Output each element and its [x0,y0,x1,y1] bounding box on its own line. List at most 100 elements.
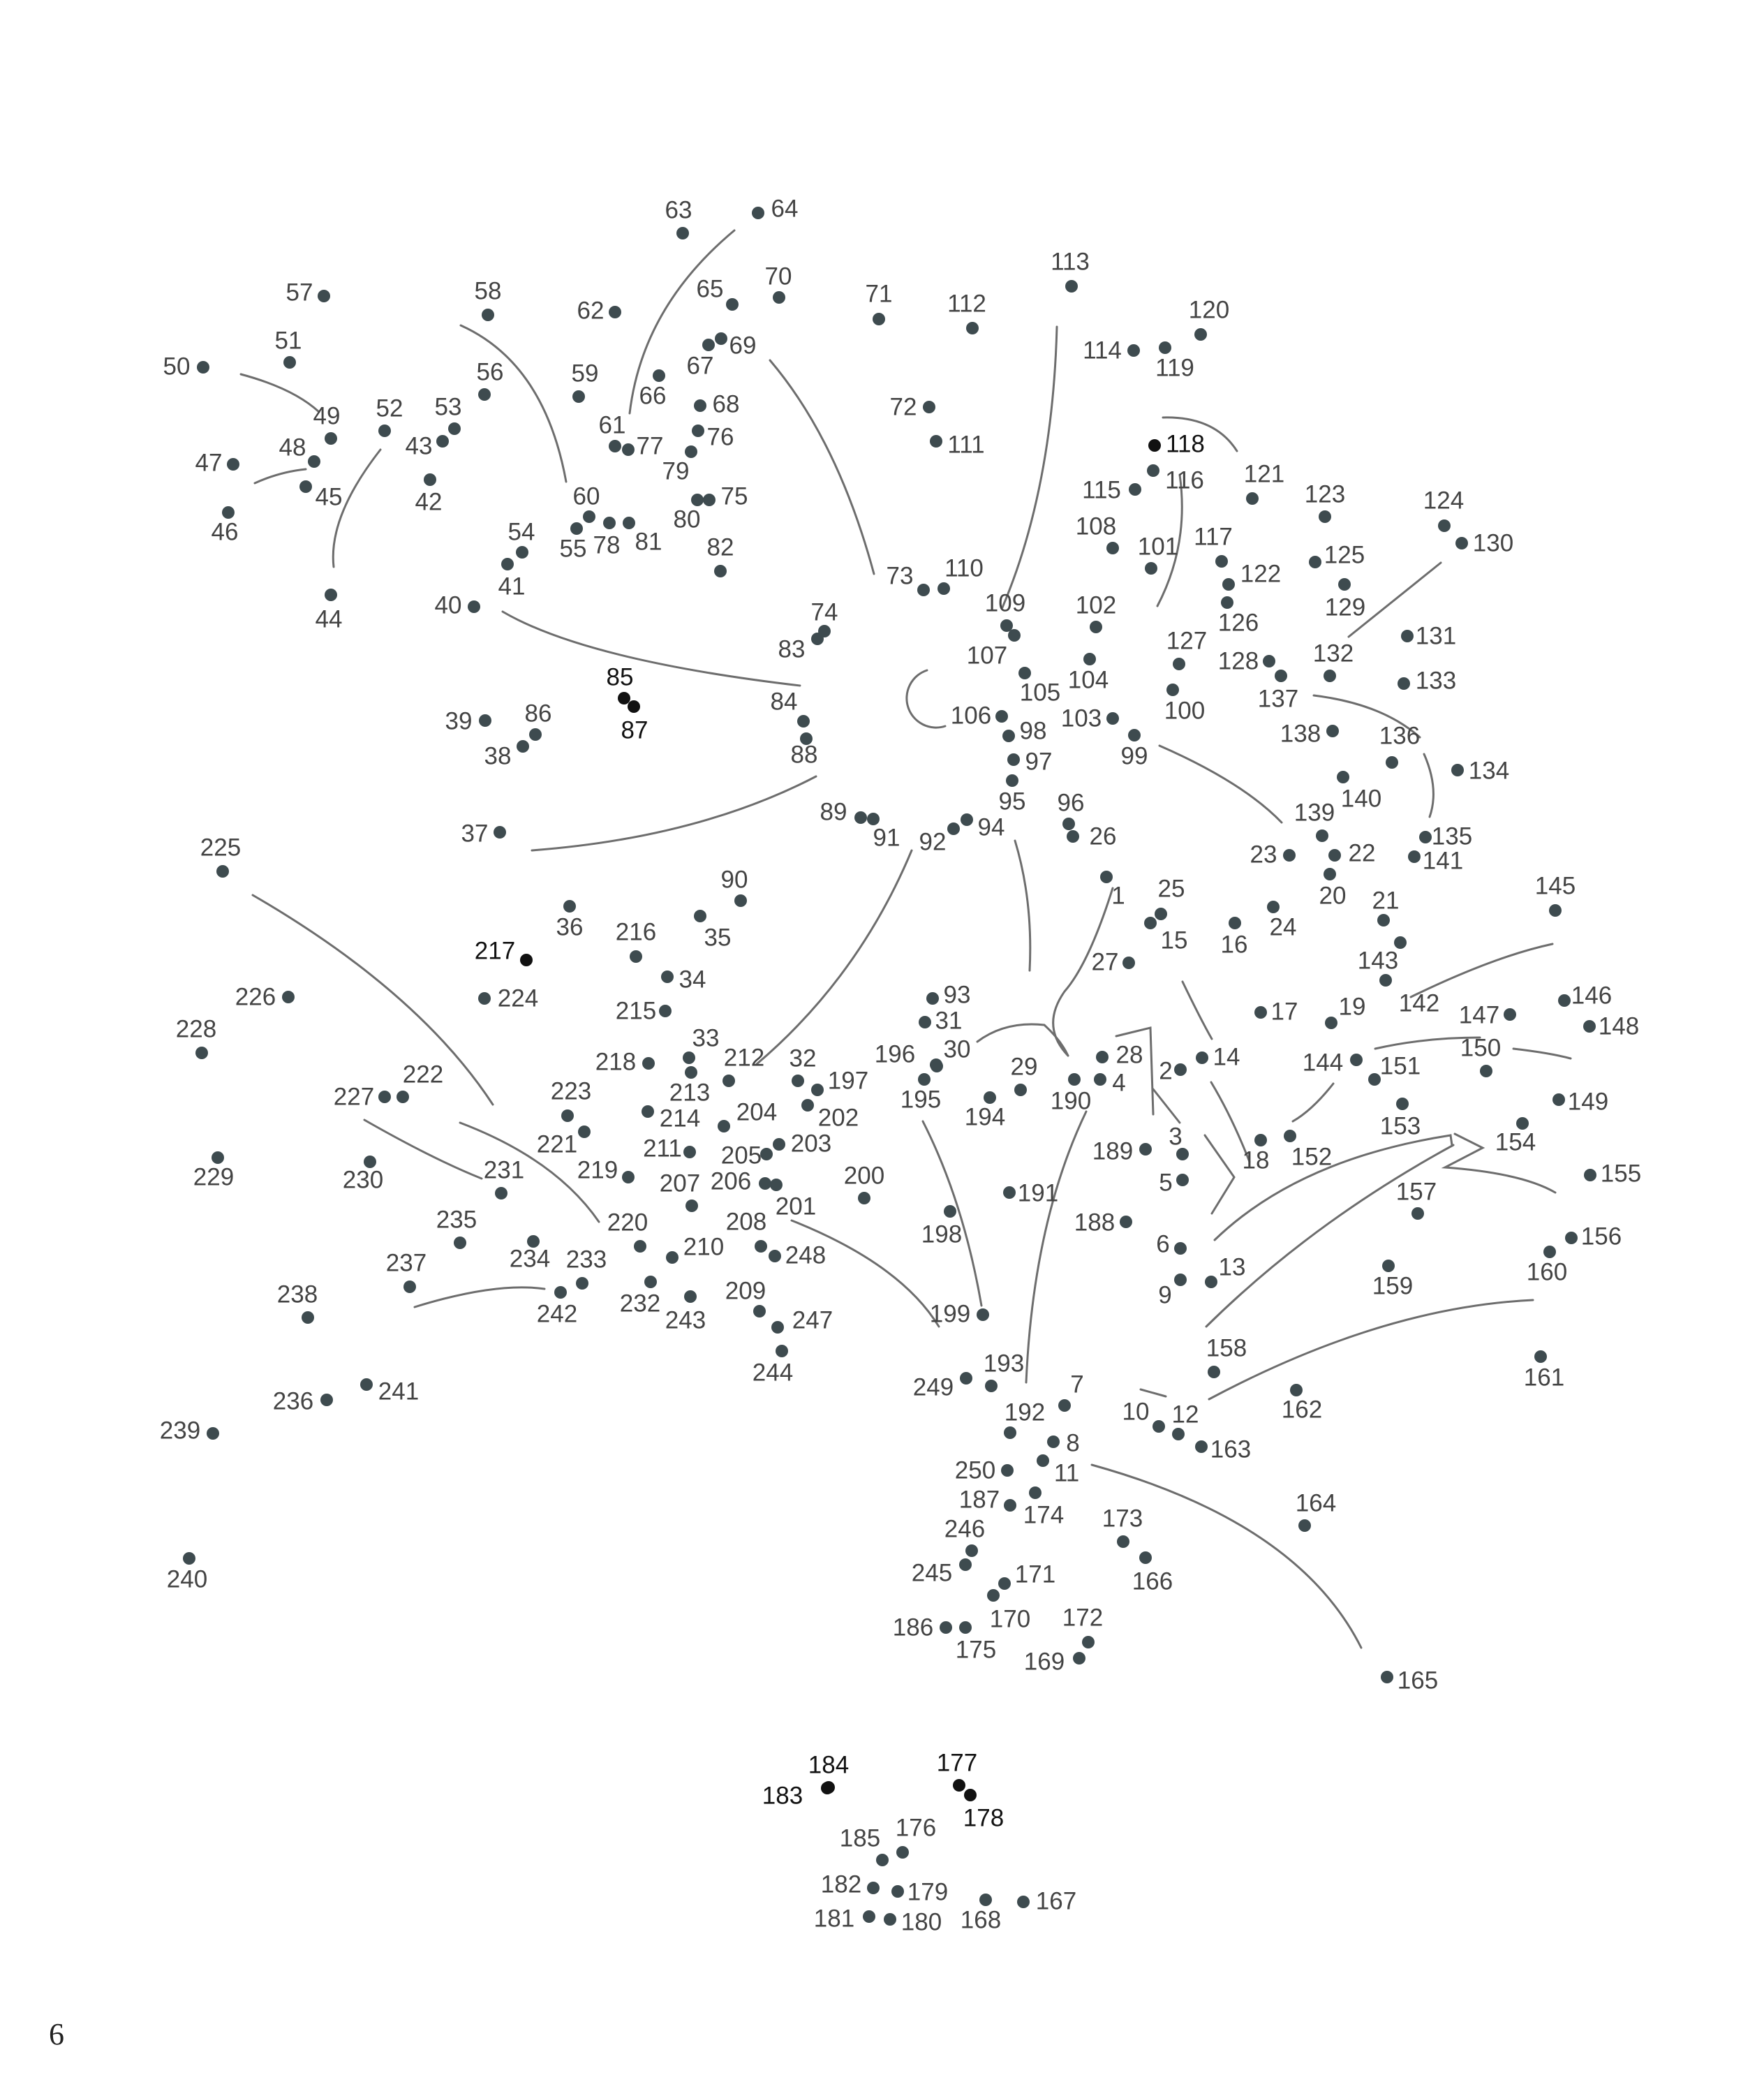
dot-227 [378,1091,391,1103]
dot-label-55: 55 [560,535,587,562]
dot-49 [325,432,337,445]
guide-line [1203,1134,1236,1215]
dot-154 [1516,1117,1529,1130]
dot-label-59: 59 [572,360,599,387]
dot-37 [494,826,506,839]
dot-label-182: 182 [821,1870,861,1898]
dot-249 [960,1372,972,1385]
dot-label-243: 243 [665,1306,706,1334]
dot-210 [666,1251,679,1264]
dot-label-183: 183 [762,1782,803,1809]
dot-label-31: 31 [935,1007,963,1034]
dot-33 [683,1051,695,1064]
dot-label-238: 238 [277,1281,318,1308]
guide-lines [239,229,1572,1649]
dot-label-149: 149 [1568,1088,1608,1115]
dot-label-70: 70 [765,263,792,290]
dot-57 [318,290,330,302]
dot-label-56: 56 [477,358,504,385]
dot-label-193: 193 [984,1350,1024,1377]
dot-label-92: 92 [919,828,947,855]
dot-label-118: 118 [1166,430,1205,457]
dot-104 [1083,653,1096,665]
dot-153 [1396,1098,1409,1110]
dot-32 [792,1075,804,1087]
dot-label-224: 224 [498,984,538,1012]
dot-label-167: 167 [1036,1887,1076,1914]
dot-label-145: 145 [1535,872,1576,899]
dot-label-84: 84 [771,688,798,715]
dot-148 [1583,1020,1596,1033]
dot-label-137: 137 [1258,685,1298,712]
dot-label-104: 104 [1068,666,1109,693]
guide-line [1139,1388,1167,1398]
dot-198 [944,1205,956,1218]
dot-label-139: 139 [1294,799,1335,826]
dot-182 [867,1882,880,1894]
dot-label-85: 85 [607,663,634,691]
dot-label-147: 147 [1459,1001,1499,1028]
dot-label-146: 146 [1571,982,1612,1009]
guide-line [1162,416,1238,452]
dot-label-195: 195 [900,1086,941,1113]
dot-label-209: 209 [725,1277,766,1304]
dot-230 [364,1156,376,1168]
dot-label-5: 5 [1159,1169,1172,1196]
dot-label-58: 58 [475,277,502,304]
dot-100 [1166,684,1179,696]
guide-line [1205,1144,1455,1328]
dot-label-184: 184 [808,1751,849,1778]
dot-18 [1254,1134,1267,1146]
guide-line [459,1121,600,1223]
dot-label-68: 68 [713,390,740,418]
dot-121 [1246,492,1259,505]
dot-62 [609,306,621,318]
dot-245 [959,1558,972,1571]
guide-line [1441,1132,1557,1194]
dot-14 [1196,1051,1208,1064]
dot-44 [325,589,337,601]
dot-label-249: 249 [913,1373,954,1401]
dot-label-217: 217 [475,937,515,964]
dot-177 [953,1779,965,1792]
dot-label-153: 153 [1380,1112,1421,1139]
dot-label-250: 250 [955,1456,995,1484]
dot-label-181: 181 [814,1905,854,1932]
dot-141 [1408,850,1421,863]
dot-101 [1145,562,1157,575]
dot-163 [1195,1440,1208,1453]
guide-line [1090,1463,1363,1649]
dot-31 [919,1016,931,1028]
dot-173 [1117,1535,1129,1548]
dot-155 [1584,1169,1596,1181]
dot-15 [1144,917,1157,929]
dot-13 [1205,1276,1217,1288]
guide-line [1210,1081,1251,1163]
dot-120 [1194,328,1207,341]
dot-label-204: 204 [736,1098,777,1126]
dot-97 [1007,753,1020,766]
dot-label-168: 168 [961,1906,1001,1933]
dot-223 [561,1109,574,1122]
dot-label-133: 133 [1416,667,1456,694]
dot-214 [642,1105,654,1118]
dot-label-20: 20 [1319,882,1347,909]
dot-5 [1176,1174,1189,1186]
dot-108 [1106,542,1119,554]
dot-8 [1047,1436,1060,1448]
guide-line [1423,753,1435,818]
dot-132 [1324,670,1336,682]
dot-10 [1152,1420,1165,1433]
dot-label-57: 57 [286,279,313,306]
dot-42 [424,473,436,486]
dot-label-199: 199 [930,1300,970,1327]
dot-label-158: 158 [1206,1334,1247,1361]
guide-line [1409,943,1554,998]
dot-label-141: 141 [1423,847,1463,874]
dot-label-40: 40 [435,591,462,619]
dot-label-226: 226 [235,983,276,1010]
dot-94 [961,813,973,826]
dot-50 [197,361,209,374]
dot-237 [403,1281,416,1293]
